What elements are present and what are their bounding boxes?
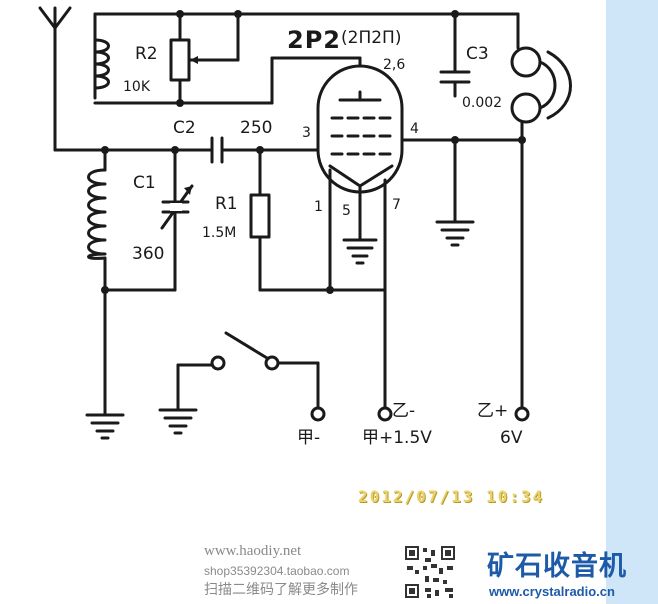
grid-wire	[53, 148, 320, 417]
brand-logo-text: 矿石收音机	[487, 551, 627, 582]
c2-capacitor	[210, 136, 224, 164]
r2-wiper-arrow	[190, 56, 198, 64]
junction-dots	[101, 10, 526, 294]
terminal-a-plus: 甲+1.5V	[362, 428, 432, 448]
side-strip	[606, 0, 658, 604]
r2-value: 10K	[123, 79, 150, 95]
terminal-b-plus-voltage: 6V	[500, 428, 523, 448]
ground-left	[85, 413, 125, 440]
watermark-scan-text: 扫描二维码了解更多制作	[204, 582, 358, 598]
c2-name: C2	[173, 118, 196, 138]
antenna	[38, 6, 72, 152]
tube-pin-wires	[328, 138, 524, 412]
r1-value: 1.5M	[202, 225, 237, 241]
ground-cathode	[342, 238, 378, 265]
power-switch	[210, 331, 320, 410]
terminal-b-plus: 乙+	[477, 401, 509, 421]
tube-alt-name: (2П2П)	[341, 28, 402, 48]
terminal-a-minus: 甲-	[297, 428, 321, 448]
r1-name: R1	[215, 194, 238, 214]
ground-switch	[158, 363, 214, 435]
tube-pin-5: 5	[342, 203, 351, 219]
watermark-site: www.haodiy.net	[204, 543, 302, 559]
c3-value: 0.002	[462, 95, 503, 111]
c2-value: 250	[240, 118, 273, 138]
tube-pin-4: 4	[410, 121, 419, 137]
tube-pin-2-6: 2,6	[383, 57, 406, 73]
terminals	[310, 406, 530, 422]
c3-name: C3	[466, 44, 489, 64]
r1-resistor	[249, 148, 387, 292]
r2-name: R2	[135, 44, 158, 64]
tube-pin-3: 3	[302, 125, 311, 141]
c1-value: 360	[132, 244, 165, 264]
ground-c3	[435, 220, 475, 247]
qr-code	[403, 544, 457, 600]
c1-name: C1	[133, 173, 156, 193]
feedback-coil	[93, 38, 110, 90]
tube-name: 2P2	[287, 26, 341, 54]
tube-pin-1: 1	[314, 199, 323, 215]
watermark-shop: shop35392304.taobao.com	[204, 564, 350, 578]
headphones	[510, 38, 572, 412]
timestamp-stamp: 2012/07/13 10:34	[358, 487, 545, 506]
c3-capacitor	[439, 56, 471, 98]
terminal-b-minus: 乙-	[392, 401, 416, 421]
r2-potentiometer	[169, 38, 191, 82]
tube-pin-7: 7	[392, 197, 401, 213]
brand-url: www.crystalradio.cn	[489, 584, 615, 599]
tuning-coil	[87, 168, 107, 260]
